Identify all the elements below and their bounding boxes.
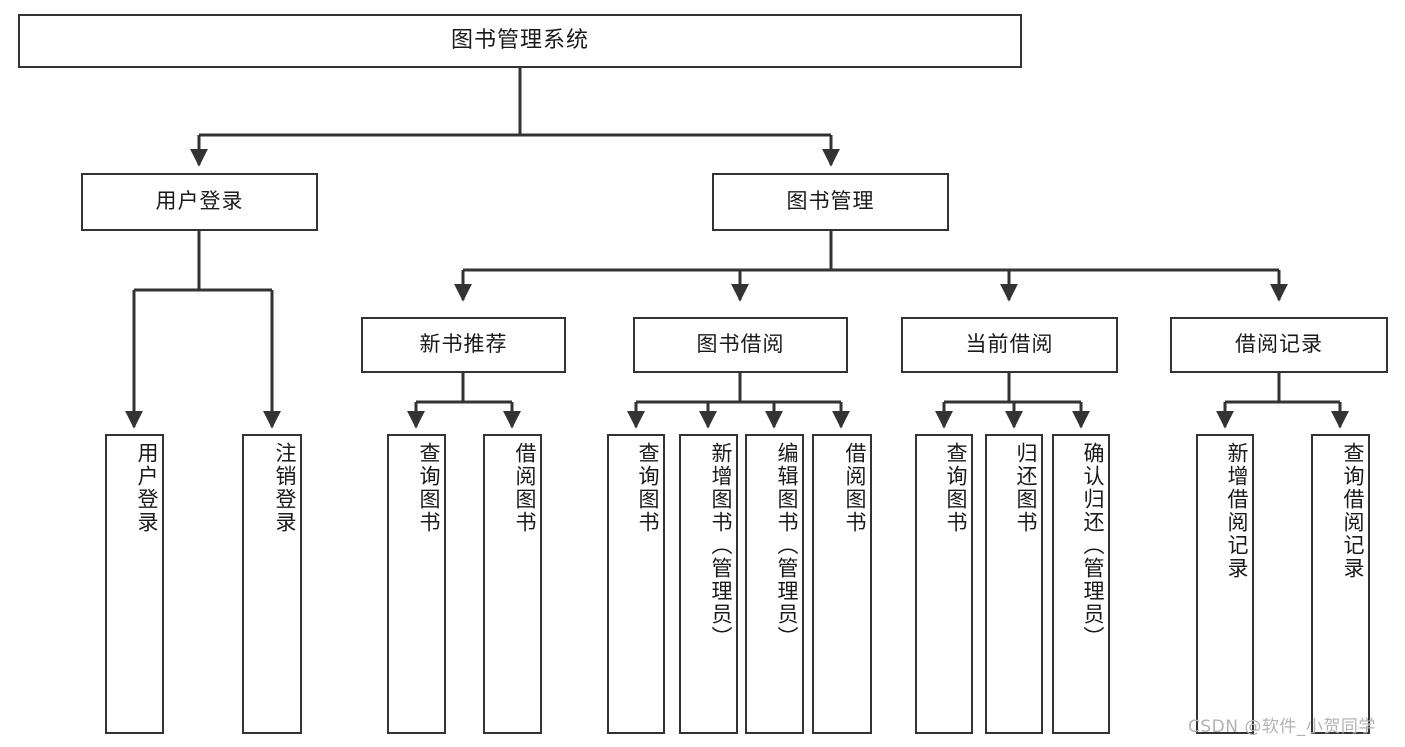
node-leaf-add-book[interactable]: 新增图书（管理员） (679, 434, 738, 734)
node-borrow-record-label: 借阅记录 (1235, 332, 1323, 357)
node-leaf-return-book-label: 归还图书 (1014, 442, 1038, 534)
node-leaf-edit-book-label: 编辑图书（管理员） (775, 442, 799, 649)
node-leaf-user-login[interactable]: 用户登录 (105, 434, 164, 734)
node-leaf-query-book-2[interactable]: 查询图书 (607, 434, 665, 734)
node-leaf-add-book-label: 新增图书（管理员） (709, 442, 733, 649)
node-leaf-confirm-return-label: 确认归还（管理员） (1081, 442, 1105, 649)
node-user-login-label: 用户登录 (155, 189, 244, 214)
node-leaf-return-book[interactable]: 归还图书 (985, 434, 1043, 734)
node-leaf-add-record-label: 新增借阅记录 (1225, 442, 1249, 580)
node-book-manage-label: 图书管理 (786, 189, 875, 214)
node-leaf-edit-book[interactable]: 编辑图书（管理员） (745, 434, 804, 734)
node-leaf-borrow-book-1-label: 借阅图书 (513, 442, 537, 534)
node-user-login[interactable]: 用户登录 (81, 173, 318, 231)
node-leaf-query-record-label: 查询借阅记录 (1341, 442, 1365, 580)
node-leaf-borrow-book-1[interactable]: 借阅图书 (483, 434, 542, 734)
node-leaf-add-record[interactable]: 新增借阅记录 (1196, 434, 1254, 734)
node-leaf-borrow-book-2-label: 借阅图书 (843, 442, 867, 534)
node-current-borrow[interactable]: 当前借阅 (901, 317, 1118, 373)
node-leaf-query-record[interactable]: 查询借阅记录 (1311, 434, 1370, 734)
node-leaf-query-book-3-label: 查询图书 (944, 442, 968, 534)
node-leaf-query-book-3[interactable]: 查询图书 (915, 434, 973, 734)
node-leaf-logout-login-label: 注销登录 (273, 442, 297, 534)
node-leaf-query-book-1-label: 查询图书 (417, 442, 441, 534)
csdn-watermark: CSDN @软件_小贺同学 (1188, 717, 1376, 737)
node-root-system[interactable]: 图书管理系统 (18, 14, 1022, 68)
node-current-borrow-label: 当前借阅 (965, 332, 1054, 357)
node-new-book-recommend[interactable]: 新书推荐 (361, 317, 566, 373)
node-root-system-label: 图书管理系统 (450, 27, 589, 53)
node-new-book-recommend-label: 新书推荐 (419, 332, 508, 357)
node-leaf-query-book-2-label: 查询图书 (636, 442, 660, 534)
node-book-borrow[interactable]: 图书借阅 (633, 317, 848, 373)
node-book-manage[interactable]: 图书管理 (712, 173, 949, 231)
node-leaf-logout-login[interactable]: 注销登录 (242, 434, 302, 734)
node-leaf-user-login-label: 用户登录 (135, 442, 159, 534)
node-leaf-borrow-book-2[interactable]: 借阅图书 (812, 434, 872, 734)
node-borrow-record[interactable]: 借阅记录 (1170, 317, 1388, 373)
node-book-borrow-label: 图书借阅 (696, 332, 785, 357)
node-leaf-confirm-return[interactable]: 确认归还（管理员） (1052, 434, 1110, 734)
node-leaf-query-book-1[interactable]: 查询图书 (387, 434, 446, 734)
